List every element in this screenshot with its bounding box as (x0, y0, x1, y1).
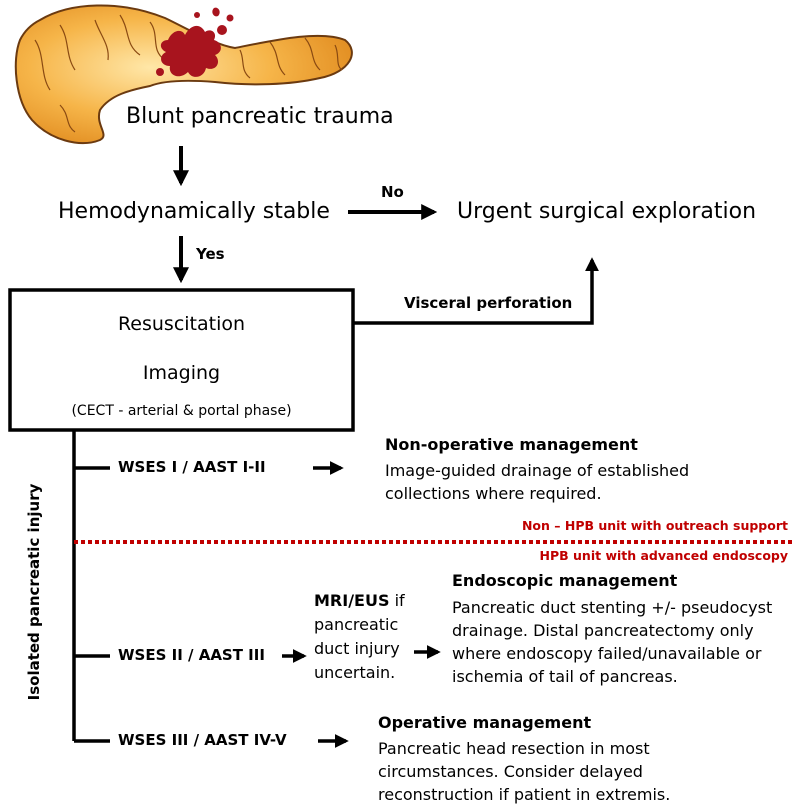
divider-label-above: Non – HPB unit with outreach support (521, 518, 788, 533)
heading-1: Non-operative management (385, 435, 638, 454)
heading-2: Endoscopic management (452, 571, 678, 590)
box-line-2: Imaging (142, 362, 221, 384)
desc-3-line: Pancreatic head resection in most (378, 739, 650, 758)
resuscitation-box (8, 288, 355, 432)
title: Blunt pancreatic trauma (126, 104, 394, 129)
mri-note: MRI/EUS if pancreatic duct injury uncert… (314, 589, 405, 685)
mri-line: duct injury (314, 639, 400, 658)
desc-2-line: ischemia of tail of pancreas. (452, 667, 678, 686)
desc-1-line: collections where required. (385, 484, 602, 503)
desc-2: Pancreatic duct stenting +/- pseudocyst … (452, 596, 772, 688)
mri-bold: MRI/EUS (314, 591, 390, 610)
desc-1-line: Image-guided drainage of established (385, 461, 690, 480)
grade-2: WSES II / AAST III (118, 646, 265, 664)
desc-2-line: drainage. Distal pancreatectomy only (452, 621, 754, 640)
desc-2-line: Pancreatic duct stenting +/- pseudocyst (452, 598, 773, 617)
no-label: No (381, 183, 404, 201)
pancreas-illustration (14, 4, 353, 145)
urgent-exploration: Urgent surgical exploration (457, 199, 757, 224)
heading-3: Operative management (378, 713, 592, 732)
desc-3-line: reconstruction if patient in extremis. (378, 785, 671, 804)
mri-rest: if (389, 591, 405, 610)
side-label: Isolated pancreatic injury (25, 483, 43, 701)
divider-label-below: HPB unit with advanced endoscopy (539, 548, 788, 563)
visceral-label: Visceral perforation (404, 294, 573, 312)
mri-line: uncertain. (314, 663, 396, 682)
mri-line: pancreatic (314, 615, 399, 634)
desc-1: Image-guided drainage of established col… (385, 459, 689, 505)
desc-3: Pancreatic head resection in most circum… (378, 737, 670, 806)
yes-label: Yes (196, 245, 225, 263)
desc-3-line: circumstances. Consider delayed (378, 762, 643, 781)
arrow-visceral (353, 257, 599, 325)
blood-splat (156, 7, 234, 77)
grade-3: WSES III / AAST IV-V (118, 731, 287, 749)
box-line-3: (CECT - arterial & portal phase) (71, 403, 292, 419)
box-line-1: Resuscitation (117, 313, 246, 335)
stable-question: Hemodynamically stable (58, 199, 330, 224)
desc-2-line: where endoscopy failed/unavailable or (452, 644, 762, 663)
grade-1: WSES I / AAST I-II (118, 458, 266, 476)
